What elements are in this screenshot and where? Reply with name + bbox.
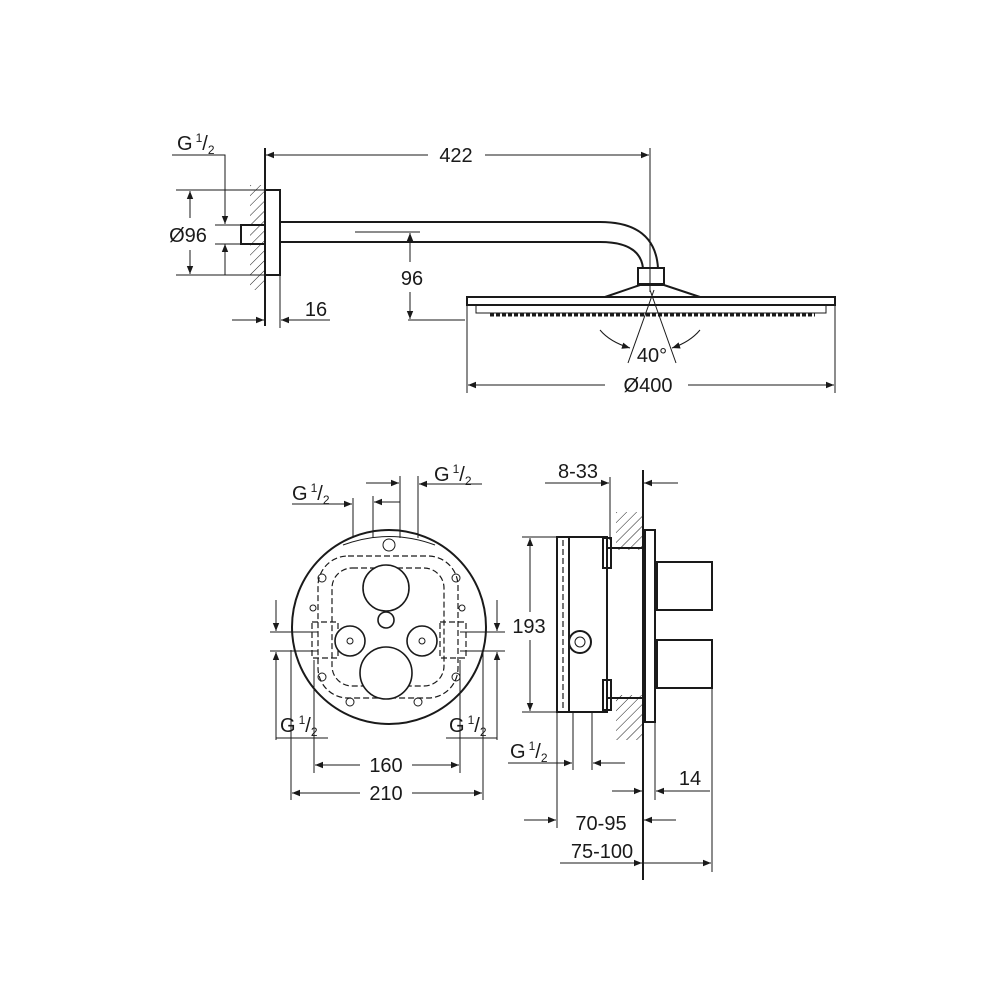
dim-height: 193 bbox=[512, 616, 545, 638]
spray-angle-line bbox=[649, 289, 677, 364]
body-core bbox=[606, 547, 644, 699]
arm-bottom bbox=[280, 241, 644, 269]
wall-hatch-bottom bbox=[616, 695, 642, 740]
inlet-left bbox=[311, 621, 339, 659]
lower-valve-circle bbox=[359, 646, 413, 700]
arm-top bbox=[280, 221, 659, 269]
dim-arm-length: 422 bbox=[439, 145, 472, 167]
dim-depth-b: 75-100 bbox=[571, 841, 633, 863]
dim-flange-diameter: Ø96 bbox=[169, 225, 207, 247]
wall-hatch bbox=[250, 185, 264, 290]
valve-center bbox=[418, 637, 426, 645]
spray-angle-line bbox=[627, 289, 655, 364]
inlet-right bbox=[439, 621, 467, 659]
side-port bbox=[568, 630, 592, 654]
leader-line bbox=[172, 154, 229, 224]
dim-wall-range: 8-33 bbox=[558, 461, 598, 483]
left-valve-circle bbox=[334, 625, 366, 657]
screw-holes bbox=[309, 573, 466, 707]
top-port bbox=[382, 538, 396, 552]
top-stop bbox=[602, 537, 612, 569]
dim-depth-a: 70-95 bbox=[575, 813, 626, 835]
dim-flange-depth: 16 bbox=[305, 299, 327, 321]
top-rim bbox=[342, 536, 436, 546]
head-underlayer bbox=[475, 304, 827, 314]
dim-drop: 96 bbox=[401, 268, 423, 290]
housing-outline bbox=[317, 555, 459, 699]
valve-center bbox=[346, 637, 354, 645]
body-frame bbox=[568, 536, 608, 713]
center-port bbox=[377, 611, 395, 629]
upper-valve-circle bbox=[362, 564, 410, 612]
bottom-stop bbox=[602, 679, 612, 711]
head-cone bbox=[604, 284, 701, 298]
cover-plate bbox=[644, 529, 656, 723]
angle-arrow bbox=[671, 329, 701, 349]
angle-arrow bbox=[599, 329, 631, 349]
dim-plate: 14 bbox=[679, 768, 701, 790]
thread-stub bbox=[240, 224, 266, 245]
side-port-inner bbox=[574, 636, 586, 648]
arm-nut bbox=[637, 267, 665, 285]
upper-handle bbox=[656, 561, 713, 611]
dim-outer-width: 210 bbox=[369, 783, 402, 805]
right-valve-circle bbox=[406, 625, 438, 657]
lower-handle bbox=[656, 639, 713, 689]
wall-hatch-top bbox=[616, 512, 642, 550]
wall-flange bbox=[264, 189, 281, 276]
dim-inner-width: 160 bbox=[369, 755, 402, 777]
dim-head-diameter: Ø400 bbox=[624, 375, 673, 397]
mounting-plate-outline bbox=[291, 529, 487, 725]
dim-spray-angle: 40° bbox=[637, 345, 667, 367]
